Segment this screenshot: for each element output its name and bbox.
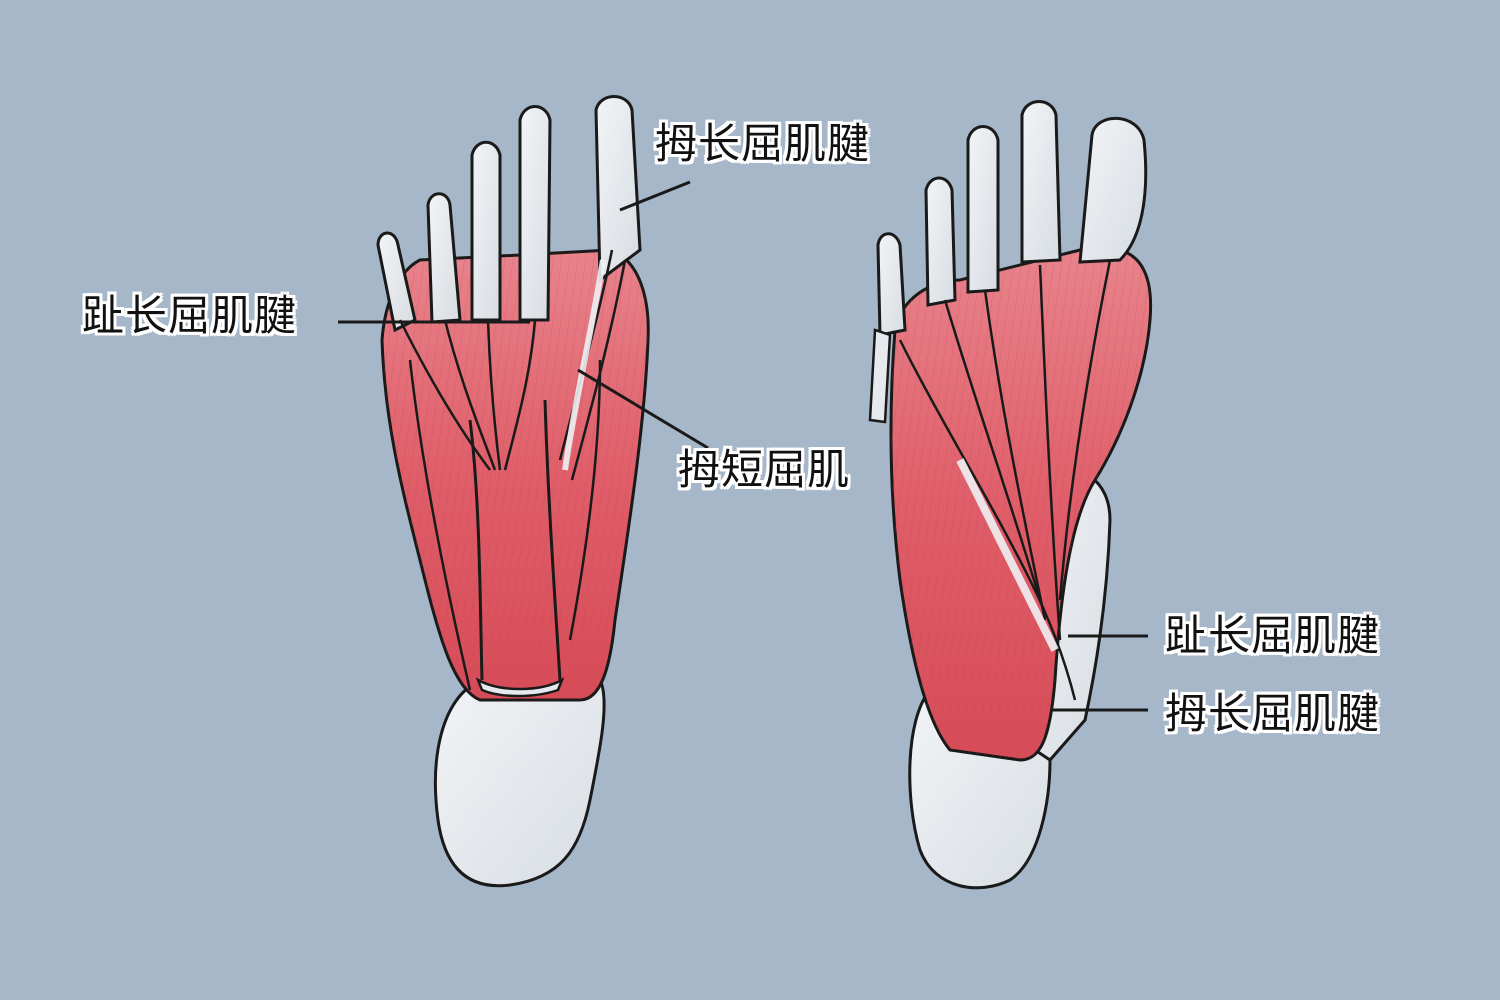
left-toes xyxy=(376,95,642,333)
label-left-flexor-hallucis-longus-tendon: 拇长屈肌腱 xyxy=(655,119,871,168)
label-right-flexor-hallucis-longus-tendon: 拇长屈肌腱 xyxy=(1165,689,1381,738)
left-heel xyxy=(433,678,606,888)
leader-left-fhl xyxy=(619,180,691,212)
right-toes xyxy=(876,100,1148,337)
label-left-flexor-digitorum-longus-tendon: 趾长屈肌腱 xyxy=(82,291,298,340)
label-left-flexor-hallucis-brevis: 拇短屈肌 xyxy=(678,445,851,494)
label-right-flexor-digitorum-longus-tendon: 趾长屈肌腱 xyxy=(1165,611,1381,660)
leader-lines xyxy=(338,180,1148,712)
left-foot xyxy=(376,95,650,888)
leader-left-fhb xyxy=(577,368,709,450)
right-foot xyxy=(868,100,1153,890)
